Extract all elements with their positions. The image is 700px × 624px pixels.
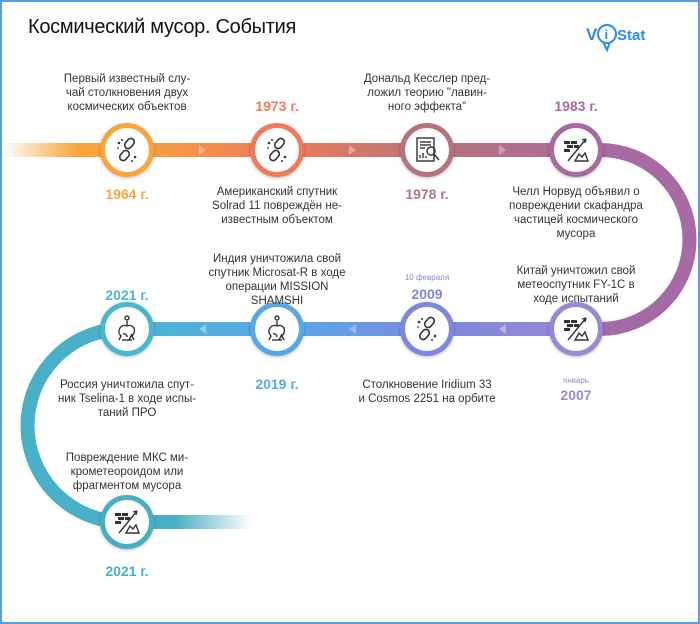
event-date: 10 февраля <box>404 273 450 282</box>
track-segment <box>122 143 602 157</box>
track-segment <box>122 322 602 336</box>
vistat-logo: V i Stat <box>586 24 645 53</box>
event-year: 1964 г. <box>105 186 149 202</box>
event-caption: Повреждение МКС ми- крометеороидом или ф… <box>65 452 189 492</box>
explosion-icon <box>268 315 286 341</box>
event-caption: Китай уничтожил свой метеоспутник FY-1C … <box>516 265 636 305</box>
event-year: 1973 г. <box>255 98 299 114</box>
timeline-node <box>100 495 154 549</box>
page-title: Космический мусор. События <box>28 16 296 38</box>
broken-chain-icon <box>417 316 437 341</box>
track-segment <box>2 143 127 157</box>
svg-text:i: i <box>605 27 609 42</box>
wall-impact-icon <box>115 510 141 534</box>
track-segment <box>122 515 252 529</box>
event-year: 2009 <box>411 286 443 302</box>
broken-chain-icon <box>117 137 137 162</box>
event-year: 1978 г. <box>405 186 449 202</box>
event-year: 2021 г. <box>105 287 149 303</box>
event-year: 2021 г. <box>105 563 149 579</box>
timeline-node <box>100 123 154 177</box>
timeline-node <box>400 302 454 356</box>
event-caption: Россия уничтожила спут- ник Tselina-1 в … <box>57 379 197 419</box>
event-caption: Американский спутник Solrad 11 повреждён… <box>212 186 342 226</box>
event-caption: Дональд Кесслер пред- ложил теорию "лави… <box>363 73 491 113</box>
direction-arrows <box>199 145 506 334</box>
wall-impact-icon <box>564 138 590 162</box>
timeline-node <box>549 302 603 356</box>
explosion-icon <box>118 315 136 341</box>
event-date: январь <box>563 376 589 385</box>
svg-text:V: V <box>586 25 598 44</box>
timeline-node <box>250 123 304 177</box>
event-caption: Первый известный слу- чай столкновения д… <box>63 73 191 113</box>
track-arc-left <box>20 322 125 529</box>
timeline-node <box>400 123 454 177</box>
event-year: 1983 г. <box>554 98 598 114</box>
event-year: 2007 <box>560 387 592 403</box>
timeline-node <box>549 123 603 177</box>
timeline-node <box>250 302 304 356</box>
event-year: 2019 г. <box>255 376 299 392</box>
broken-chain-icon <box>267 137 287 162</box>
timeline-node <box>100 302 154 356</box>
svg-text:Stat: Stat <box>617 27 645 44</box>
event-caption: Столкновение Iridium 33 и Cosmos 2251 на… <box>358 379 496 405</box>
event-caption: Челл Норвуд объявил о повреждении скафан… <box>509 186 643 240</box>
event-caption: Индия уничтожила свой спутник Microsat-R… <box>208 253 346 307</box>
track-arc-right <box>599 143 697 336</box>
document-chart-icon <box>416 137 440 162</box>
wall-impact-icon <box>564 317 590 341</box>
